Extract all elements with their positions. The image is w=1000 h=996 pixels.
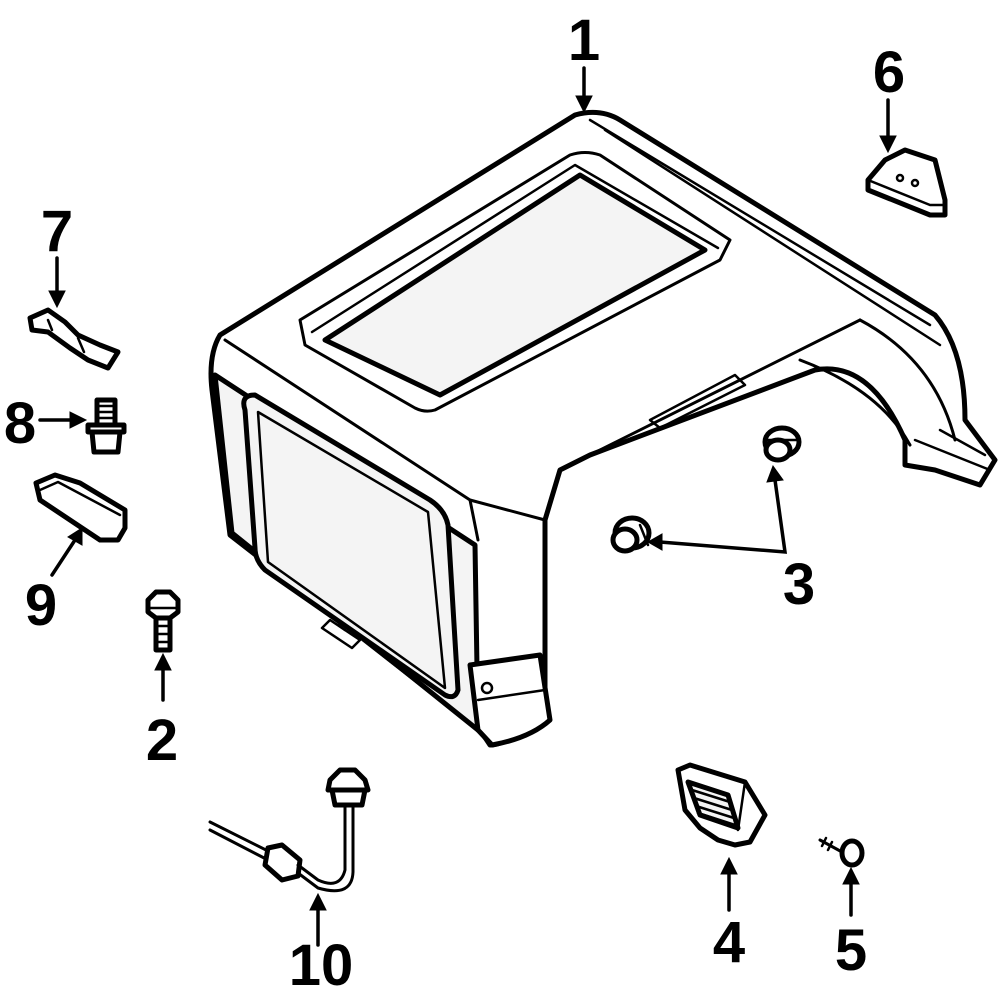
bolt-rear-part <box>145 589 181 702</box>
callout-2: 2 <box>146 708 178 773</box>
callout-labels: 1 2 3 4 5 6 7 8 9 10 <box>4 8 905 996</box>
callout-10: 10 <box>289 933 354 996</box>
callout-7: 7 <box>41 199 73 264</box>
callout-4: 4 <box>713 910 745 975</box>
callout-9: 9 <box>25 573 57 638</box>
pad-part <box>33 472 128 577</box>
callout-6: 6 <box>873 40 905 105</box>
screw-part <box>818 836 865 917</box>
bracket-right-part <box>865 98 948 218</box>
drain-hose-part <box>208 767 371 947</box>
callout-3: 3 <box>783 552 815 617</box>
plugs-part <box>610 425 802 554</box>
corner-trim-part <box>675 762 768 912</box>
bolt-left-part <box>38 397 127 455</box>
hardtop-part <box>208 66 998 748</box>
callout-5: 5 <box>835 918 867 983</box>
callout-1: 1 <box>568 8 600 73</box>
callout-8: 8 <box>4 391 36 456</box>
bracket-left-part <box>27 256 121 371</box>
